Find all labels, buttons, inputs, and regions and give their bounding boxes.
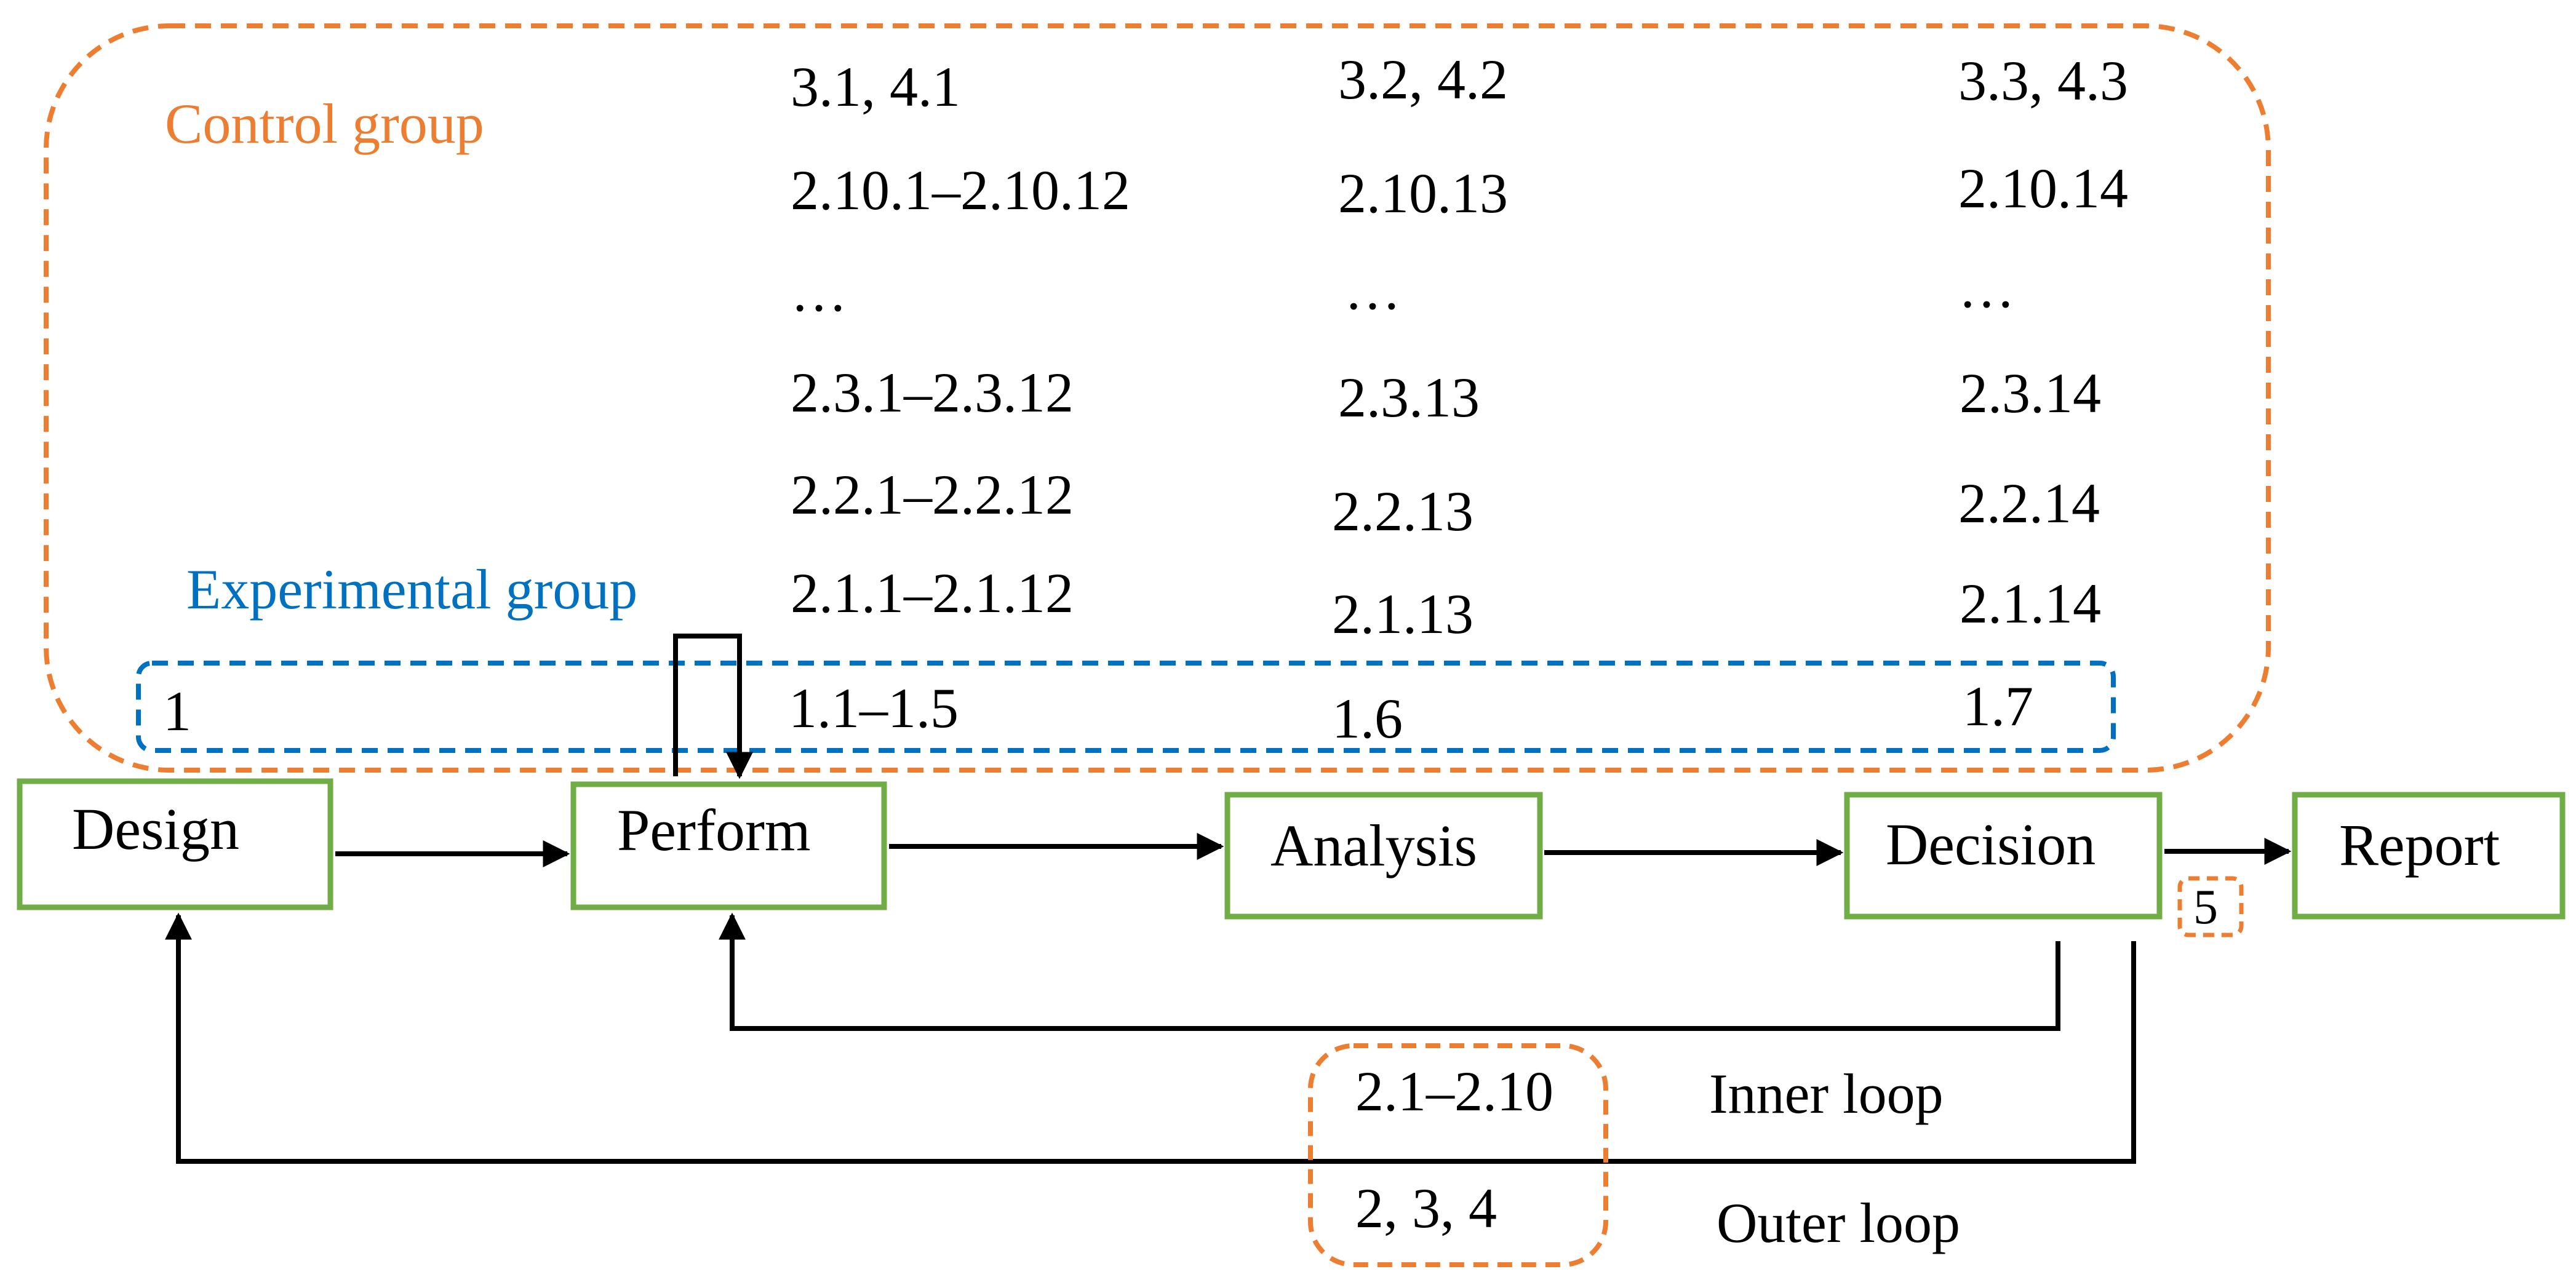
inner-loop-arrow [719,912,2060,1031]
row3-col3: … [1958,257,2015,319]
stage-decision: Decision [1886,811,2096,877]
row5-col1: 2.2.1–2.2.12 [791,463,1074,526]
experimental-row-col3: 1.7 [1963,675,2033,738]
report-step-number: 5 [2193,880,2218,934]
report-box [2292,792,2566,920]
row4-col3: 2.3.14 [1960,362,2101,424]
row2-col1: 2.10.1–2.10.12 [791,159,1130,221]
design-box [17,778,333,910]
row6-col1: 2.1.1–2.1.12 [791,562,1074,624]
perform-box [570,781,887,910]
row4-col1: 2.3.1–2.3.12 [791,361,1074,424]
control-group-label: Control group [165,92,484,155]
control-group-region [44,23,2271,773]
stage-report: Report [2339,812,2500,878]
outer-loop-arrow [165,912,2136,1164]
row1-col1: 3.1, 4.1 [791,55,960,118]
inner-loop-label: Inner loop [1709,1062,1944,1125]
stage-design: Design [72,796,239,862]
experimental-group-label: Experimental group [186,558,638,621]
row1-col2: 3.2, 4.2 [1338,48,1508,111]
row1-col3: 3.3, 4.3 [1958,49,2128,112]
row2-col2: 2.10.13 [1338,162,1508,225]
loop-ranges-region [1308,1043,1608,1267]
row2-col3: 2.10.14 [1958,157,2128,220]
perform-self-loop-arrow [673,634,753,779]
experimental-row-col2: 1.6 [1332,687,1403,750]
outer-loop-label: Outer loop [1717,1192,1961,1254]
outer-loop-range: 2, 3, 4 [1355,1177,1497,1239]
experimental-row-step: 1 [163,680,191,742]
row3-col1: … [791,260,847,323]
row5-col2: 2.2.13 [1332,480,1473,543]
row4-col2: 2.3.13 [1338,366,1480,429]
stage-perform: Perform [617,797,811,863]
report-step-region [2177,876,2244,937]
row6-col2: 2.1.13 [1332,583,1473,645]
stage-analysis: Analysis [1270,813,1477,878]
inner-loop-range: 2.1–2.10 [1355,1060,1553,1123]
row3-col2: … [1344,258,1401,321]
row6-col3: 2.1.14 [1960,572,2101,635]
experimental-row-col1: 1.1–1.5 [789,677,959,739]
experimental-group-region [136,661,2116,753]
decision-box [1844,792,2163,920]
analysis-box [1224,792,1543,920]
row5-col3: 2.2.14 [1958,472,2100,535]
